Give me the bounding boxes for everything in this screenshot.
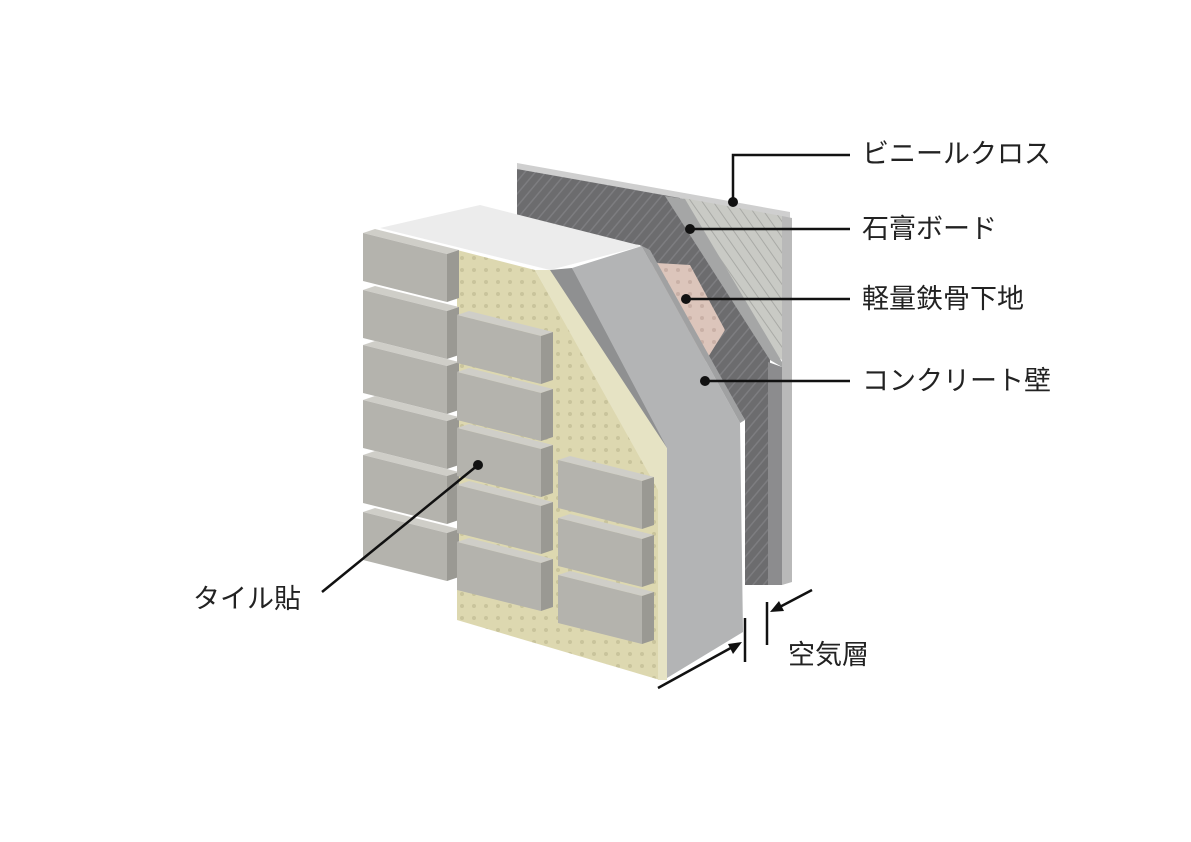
tile [457,368,553,441]
gypsum-board-layer [665,196,782,367]
tile-face [363,451,459,476]
tile-face [558,514,654,539]
tile [363,508,459,581]
label-steel-frame: 軽量鉄骨下地 [862,284,1024,315]
tile [457,424,553,497]
label-concrete-wall: コンクリート壁 [862,366,1051,397]
tile-face [447,307,459,359]
tile-face [558,456,654,481]
tile-face [363,290,447,359]
tile-face [363,233,447,302]
tile [363,341,459,414]
tile-face [457,481,553,506]
tile-face [457,428,541,497]
tile-face [457,315,541,384]
tile-face [642,477,654,529]
tile [457,481,553,554]
tile-face [558,575,642,644]
tile-face [541,502,553,554]
tile-face [558,518,642,587]
tile-face [447,417,459,469]
tile-face [363,286,459,311]
tile-face [642,535,654,587]
tile-face [363,400,447,469]
tile [558,456,654,529]
tile-face [363,345,447,414]
tile [558,514,654,587]
tile-face [642,592,654,644]
tile-face [457,542,541,611]
label-vinyl-cloth: ビニールクロス [862,139,1051,170]
tile-face [363,341,459,366]
tile [558,571,654,644]
tile-face [558,460,642,529]
tile [457,538,553,611]
arrow-head-icon [770,601,784,612]
tile-face [447,472,459,524]
tile [363,286,459,359]
tile-face [363,512,447,581]
tile-face [457,424,553,449]
leader-dots [473,197,784,654]
tile-face [363,396,459,421]
tile-face [457,368,553,393]
tile-face [457,311,553,336]
tile-face [363,229,459,254]
back-panel [517,163,792,585]
label-tile: タイル貼 [193,584,301,615]
tile-face [541,332,553,384]
tile-face [447,529,459,581]
tile [363,229,459,302]
tile-face [457,538,553,563]
tile-face [558,571,654,596]
tile-face [541,559,553,611]
tile-face [447,362,459,414]
tile [363,396,459,469]
tile-face [457,485,541,554]
tiles [363,229,654,644]
tile-face [541,445,553,497]
arrow-head-icon [728,642,742,654]
tile [457,311,553,384]
label-air-layer: 空気層 [788,640,869,671]
label-gypsum-board: 石膏ボード [862,214,997,245]
tile-face [541,389,553,441]
tile-face [457,372,541,441]
tile-face [447,250,459,302]
